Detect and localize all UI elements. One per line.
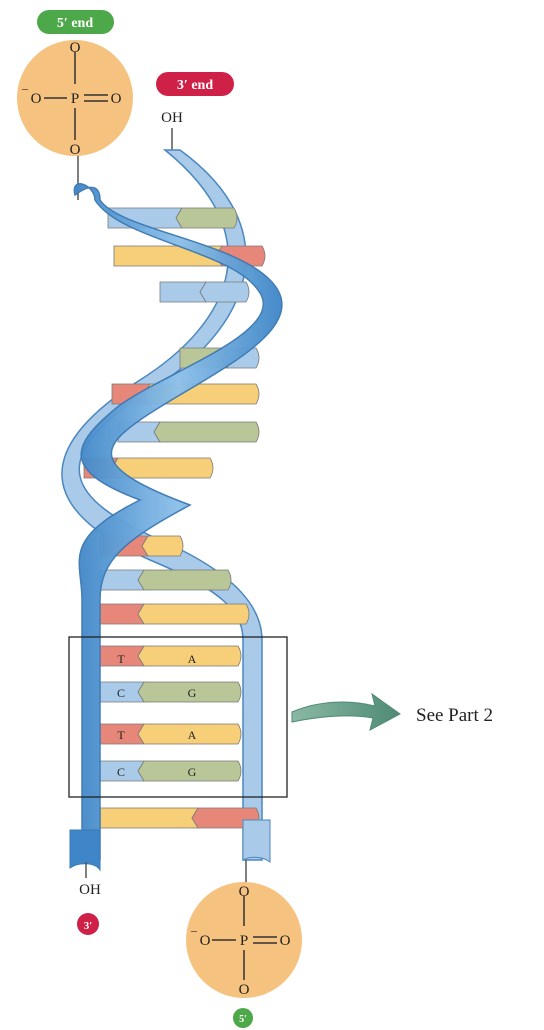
bottom-phosphate-group: O P O – O O bbox=[186, 860, 302, 998]
bottom-phosphate-p: P bbox=[240, 933, 248, 949]
bottom-phosphate-o-left: O bbox=[200, 933, 211, 949]
top-phosphate-p: P bbox=[71, 91, 79, 107]
top-phosphate-o-minus: – bbox=[21, 81, 29, 95]
base-right bbox=[142, 536, 183, 556]
top-phosphate-o-right: O bbox=[111, 91, 122, 107]
bp3-left-letter: T bbox=[117, 728, 125, 742]
back-strand-bottom bbox=[243, 820, 270, 862]
bottom-phosphate-o-minus: – bbox=[190, 923, 198, 937]
base-pair-rung bbox=[160, 282, 249, 302]
base-right bbox=[154, 422, 259, 442]
top-phosphate-group: O P O – O O bbox=[17, 40, 133, 200]
base-pair-rung bbox=[118, 422, 259, 442]
bottom-five-prime-label: 5′ bbox=[239, 1014, 247, 1025]
top-phosphate-o-bottom: O bbox=[70, 142, 81, 158]
see-part-label: See Part 2 bbox=[416, 705, 493, 726]
base-pair-rung bbox=[100, 570, 231, 590]
base-pair-rung bbox=[100, 604, 249, 624]
three-prime-end-label: 3′ end bbox=[177, 78, 213, 93]
bottom-oh-label: OH bbox=[79, 882, 101, 898]
bp2-right-letter: G bbox=[188, 686, 197, 700]
top-phosphate-o-left: O bbox=[31, 91, 42, 107]
highlighted-base-labels: T A C G T A C G bbox=[117, 652, 197, 779]
front-strand-bottom bbox=[70, 830, 100, 870]
base-left bbox=[100, 808, 198, 828]
bp3-right-letter: A bbox=[188, 728, 197, 742]
bp2-left-letter: C bbox=[117, 686, 125, 700]
bottom-phosphate-o-right: O bbox=[280, 933, 291, 949]
bottom-phosphate-o-top: O bbox=[239, 884, 250, 900]
bp4-left-letter: C bbox=[117, 765, 125, 779]
bottom-three-prime-label: 3′ bbox=[84, 920, 93, 932]
bp4-right-letter: G bbox=[188, 765, 197, 779]
bp1-right-letter: A bbox=[188, 652, 197, 666]
base-left bbox=[160, 282, 206, 302]
bottom-three-prime-badge: 3′ bbox=[77, 913, 99, 935]
bp1-left-letter: T bbox=[117, 652, 125, 666]
top-oh-label: OH bbox=[161, 110, 183, 126]
see-part-arrow bbox=[292, 694, 400, 730]
base-right bbox=[200, 282, 249, 302]
five-prime-end-badge: 5′ end bbox=[37, 10, 114, 34]
base-right bbox=[138, 570, 231, 590]
base-left bbox=[100, 570, 144, 590]
base-right bbox=[138, 604, 249, 624]
base-right bbox=[176, 208, 237, 228]
three-prime-end-badge: 3′ end bbox=[156, 72, 234, 96]
bottom-phosphate-o-bottom: O bbox=[239, 982, 250, 998]
bottom-five-prime-badge: 5′ bbox=[233, 1008, 253, 1028]
base-left bbox=[100, 604, 144, 624]
top-phosphate-o-top: O bbox=[70, 40, 81, 56]
base-pair-rung bbox=[100, 808, 259, 828]
five-prime-end-label: 5′ end bbox=[57, 16, 93, 31]
